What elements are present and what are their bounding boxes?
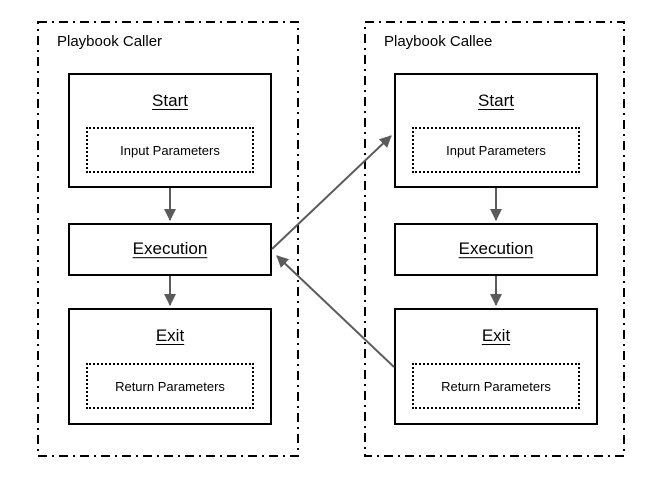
edge-callee-exit-to-caller-execution — [276, 255, 395, 368]
callee-execution-node: Execution — [394, 223, 598, 276]
callee-exit-label: Exit — [481, 326, 511, 345]
callee-input-parameters-label: Input Parameters — [446, 142, 546, 158]
caller-return-parameters-box: Return Parameters — [86, 363, 254, 409]
caller-start-label: Start — [152, 91, 188, 110]
caller-input-parameters-label: Input Parameters — [120, 142, 220, 158]
caller-input-parameters-box: Input Parameters — [86, 127, 254, 173]
callee-exit-node: Exit Return Parameters — [394, 308, 598, 425]
callee-title: Playbook Callee — [384, 33, 493, 50]
caller-start-node: Start Input Parameters — [68, 73, 272, 188]
callee-return-parameters-box: Return Parameters — [412, 363, 580, 409]
caller-execution-label: Execution — [132, 238, 208, 258]
caller-exit-label: Exit — [155, 326, 185, 345]
callee-input-parameters-box: Input Parameters — [412, 127, 580, 173]
caller-execution-node: Execution — [68, 223, 272, 276]
caller-title: Playbook Caller — [57, 33, 163, 50]
caller-exit-node: Exit Return Parameters — [68, 308, 272, 425]
callee-start-node: Start Input Parameters — [394, 73, 598, 188]
caller-return-parameters-label: Return Parameters — [115, 378, 225, 394]
callee-execution-label: Execution — [458, 238, 534, 258]
callee-return-parameters-label: Return Parameters — [441, 378, 551, 394]
edge-caller-execution-to-callee-start — [271, 135, 392, 250]
callee-start-label: Start — [478, 91, 514, 110]
